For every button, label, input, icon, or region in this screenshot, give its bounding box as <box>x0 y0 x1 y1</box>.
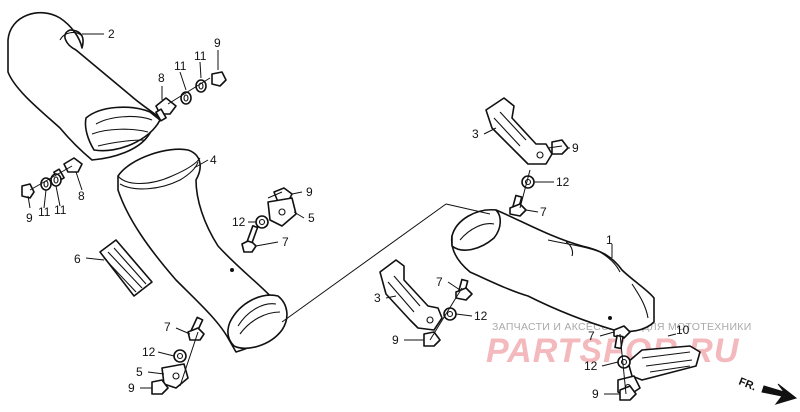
callout-12-right-top: 12 <box>556 175 570 189</box>
callout-11-top-a: 11 <box>174 59 187 73</box>
part-2-intake-boot <box>7 12 161 161</box>
front-arrow: FR. <box>737 376 798 405</box>
front-label: FR. <box>737 376 758 394</box>
callout-7-right-mid: 7 <box>436 275 443 289</box>
hardware-left-mid <box>21 157 83 199</box>
callout-9-low: 9 <box>128 381 135 395</box>
part-1-duct <box>450 209 655 333</box>
callout-8-top: 8 <box>158 71 165 85</box>
callout-7-bottom: 7 <box>588 329 595 343</box>
hardware-mid-upper <box>241 187 297 253</box>
callout-9-right-mid: 9 <box>392 333 399 347</box>
part-3-stay-lower <box>379 259 443 331</box>
callout-7-low: 7 <box>164 320 171 334</box>
part-3-stay-upper <box>485 97 553 165</box>
callout-11-left-a: 11 <box>38 205 51 219</box>
hardware-right <box>423 139 637 401</box>
callout-12-bottom: 12 <box>584 359 598 373</box>
callout-3-upper: 3 <box>472 127 479 141</box>
callout-9-bottom: 9 <box>592 387 599 401</box>
part-6-pad <box>99 239 153 297</box>
callout-8-left: 8 <box>78 189 85 203</box>
callout-9-right-top: 9 <box>572 141 579 155</box>
callout-9-mid: 9 <box>306 185 313 199</box>
callout-5-low: 5 <box>136 365 143 379</box>
callout-7-right-top: 7 <box>540 205 547 219</box>
callout-4: 4 <box>210 153 217 167</box>
callout-9-left: 9 <box>26 211 33 225</box>
callout-10: 10 <box>676 323 690 337</box>
callout-6: 6 <box>74 252 81 266</box>
callouts: 2 4 6 1 10 8 11 11 9 8 9 11 11 9 12 5 7 … <box>26 27 690 401</box>
callout-1: 1 <box>606 233 613 247</box>
front-arrow-icon <box>761 383 798 405</box>
hardware-left-top <box>155 71 227 122</box>
callout-12-right-mid: 12 <box>474 309 488 323</box>
callout-3-lower: 3 <box>374 291 381 305</box>
callout-5-mid: 5 <box>308 211 315 225</box>
callout-7-mid: 7 <box>282 235 289 249</box>
assembly-lines <box>29 77 627 395</box>
callout-11-top-b: 11 <box>194 49 207 63</box>
callout-12-mid: 12 <box>232 215 246 229</box>
leader-lines <box>27 33 677 395</box>
callout-11-left-b: 11 <box>54 203 67 217</box>
callout-9-top: 9 <box>214 36 221 50</box>
callout-12-low: 12 <box>142 345 156 359</box>
watermark-site: PARTSFOR.RU <box>486 332 740 370</box>
callout-2: 2 <box>108 27 115 41</box>
part-4-air-tube <box>117 148 288 353</box>
